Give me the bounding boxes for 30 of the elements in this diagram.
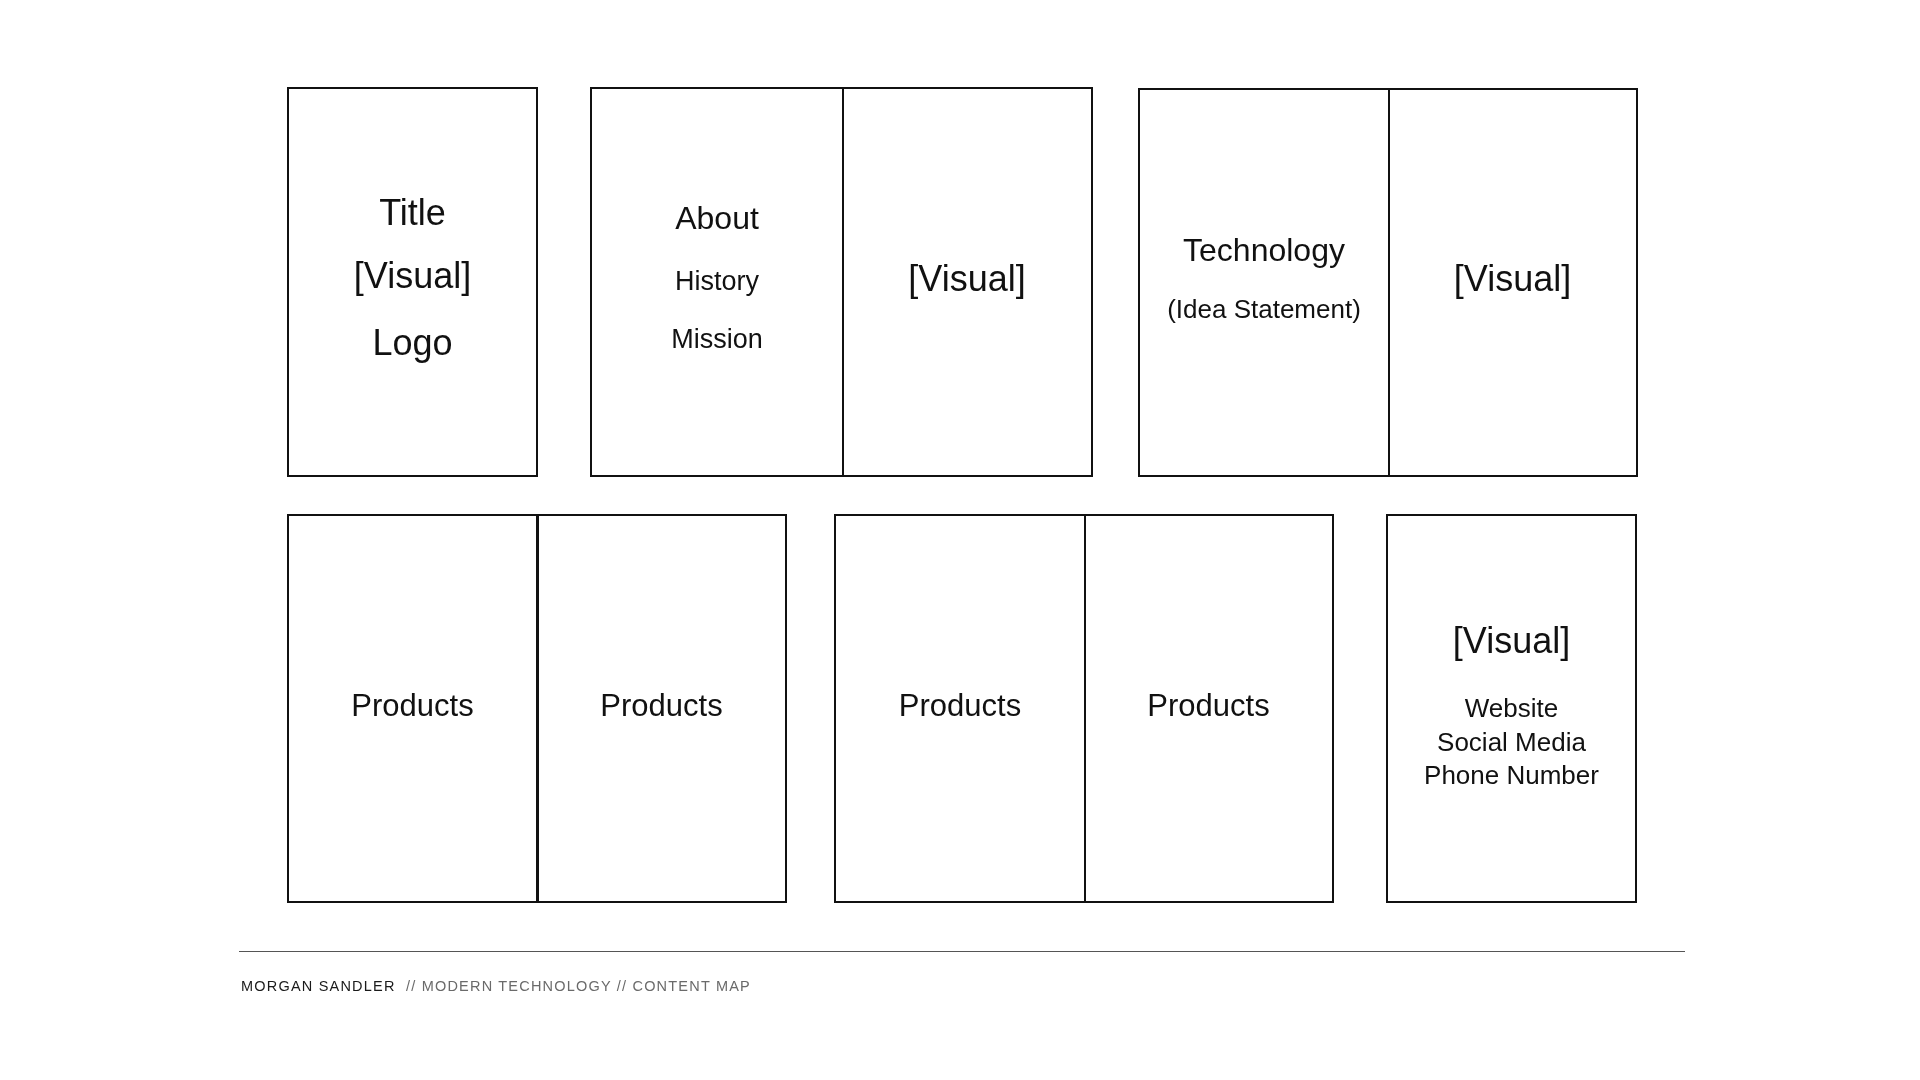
panel-heading: Title xyxy=(379,190,446,235)
page-panel xyxy=(841,87,1093,477)
content-item-text: (Idea Statement) xyxy=(1167,293,1361,326)
content-item-text: Social Media xyxy=(1437,726,1586,759)
footer-caption: // MODERN TECHNOLOGY // CONTENT MAP xyxy=(406,977,751,996)
panel-heading: Products xyxy=(1147,686,1270,725)
panel-heading: About xyxy=(675,199,759,238)
content-item-text: Mission xyxy=(671,323,763,356)
content-item-text: Logo xyxy=(372,320,453,365)
page-panel xyxy=(1138,88,1390,477)
author-name: MORGAN SANDLER xyxy=(241,977,396,996)
page-panel xyxy=(536,514,787,903)
page-panel xyxy=(1387,88,1638,477)
page-panel xyxy=(834,514,1086,903)
content-item-text: History xyxy=(675,265,759,298)
panel-heading: Products xyxy=(898,686,1022,725)
panel-heading: Technology xyxy=(1183,231,1345,270)
page-panel xyxy=(287,87,538,477)
page-panel xyxy=(1386,514,1637,903)
page-panel xyxy=(1083,514,1334,903)
page-panel xyxy=(590,87,844,477)
visual-placeholder-label: [Visual] xyxy=(353,253,472,298)
visual-placeholder-label: [Visual] xyxy=(1452,618,1571,663)
visual-placeholder-label: [Visual] xyxy=(1453,256,1572,301)
content-item-text: Phone Number xyxy=(1424,759,1599,792)
page-panel xyxy=(286,514,539,903)
panel-heading: Products xyxy=(351,686,474,725)
visual-placeholder-label: [Visual] xyxy=(908,256,1026,301)
content-item-text: Website xyxy=(1464,692,1559,725)
panel-heading: Products xyxy=(600,686,723,725)
